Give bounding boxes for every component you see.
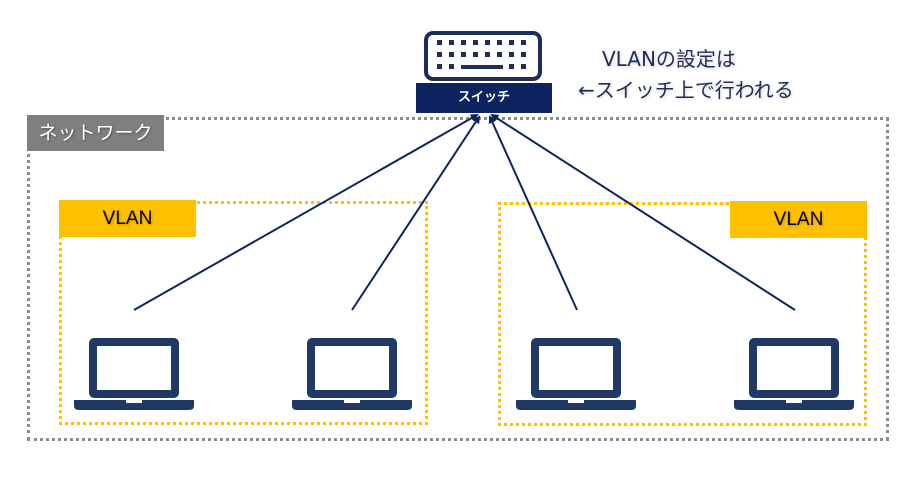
annotation-note: VLANの設定は ←スイッチ上で行われる: [578, 44, 794, 106]
vlan-boundary-left: [59, 201, 428, 425]
keyboard-switch-icon: [424, 31, 542, 81]
laptop-icon: [74, 338, 194, 410]
switch-label: スイッチ: [416, 83, 552, 113]
link-laptop-4: [490, 113, 796, 311]
network-label: ネットワーク: [27, 115, 164, 151]
note-line-2: ←スイッチ上で行われる: [578, 78, 794, 102]
note-line-1: VLANの設定は: [602, 47, 736, 71]
network-boundary: [27, 117, 889, 441]
laptop-icon: [516, 338, 636, 410]
laptop-icon: [734, 338, 854, 410]
vlan-label-left: VLAN: [59, 200, 196, 237]
link-laptop-2: [351, 115, 481, 311]
link-laptop-1: [133, 114, 479, 311]
vlan-label-right: VLAN: [730, 201, 867, 238]
laptop-icon: [292, 338, 412, 410]
link-laptop-3: [488, 115, 578, 311]
vlan-boundary-right: [498, 202, 867, 426]
